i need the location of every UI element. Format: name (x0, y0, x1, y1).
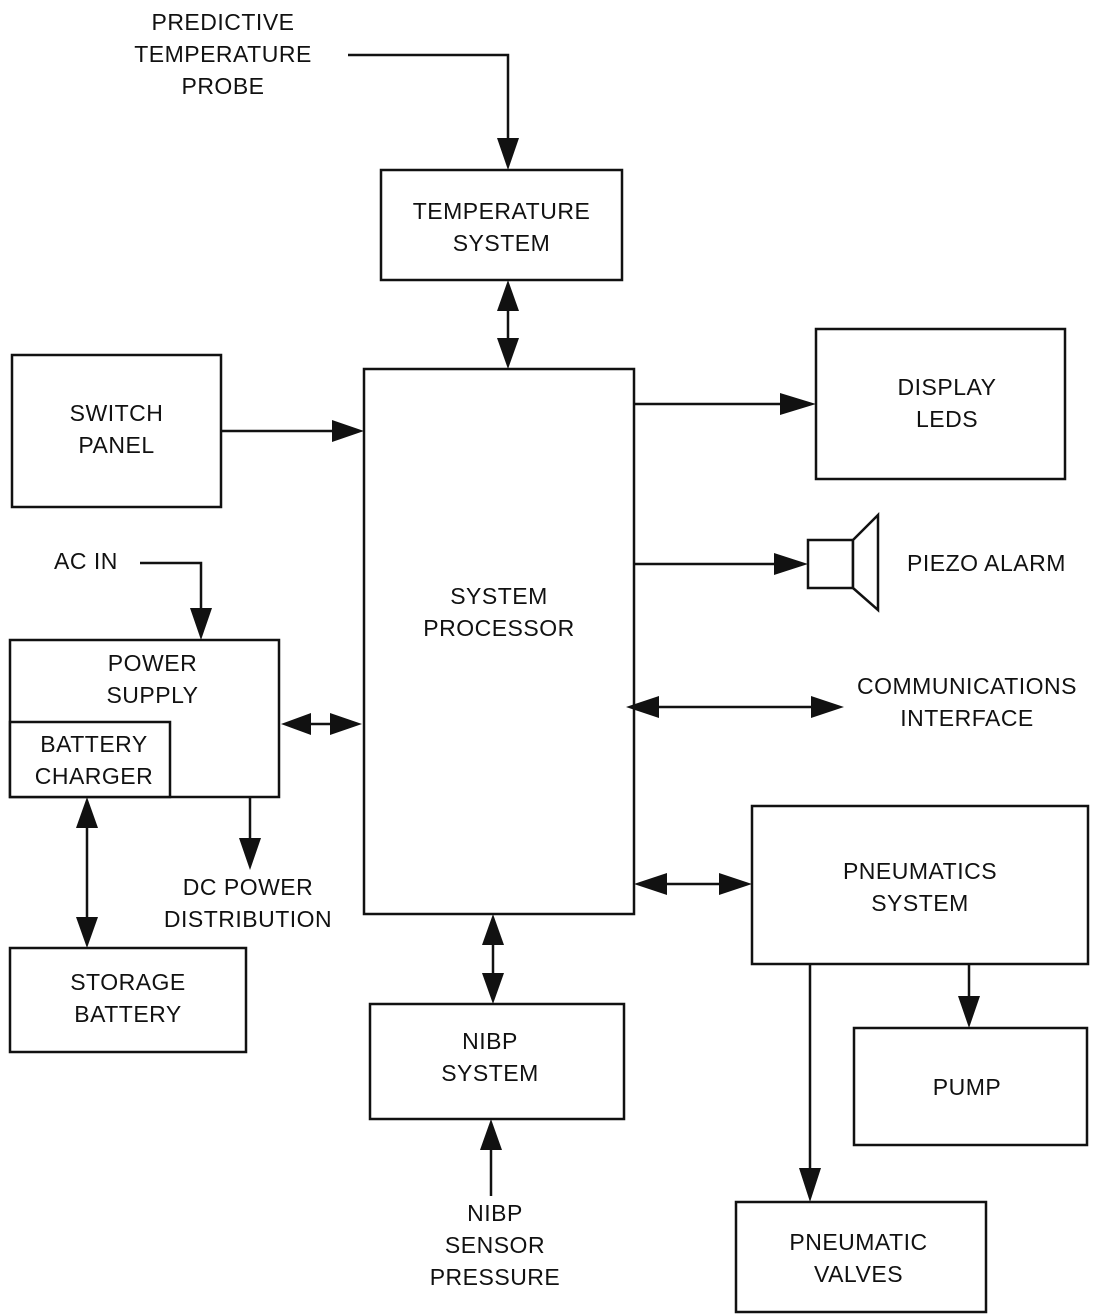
connector-power-to-dc (239, 797, 261, 870)
display-leds-box (814, 327, 1067, 481)
pneumatic-valves-box (734, 1200, 988, 1314)
nibp-system-label: NIBP SYSTEM (441, 1028, 539, 1086)
pneumatic-valves-label: PNEUMATIC VALVES (789, 1229, 928, 1287)
battery-charger-box (8, 720, 172, 799)
connector-temperature-processor (497, 280, 519, 369)
ac-in-label: AC IN (54, 548, 118, 574)
pneumatics-system-label: PNEUMATICS SYSTEM (842, 858, 998, 916)
storage-battery-label: STORAGE BATTERY (70, 969, 186, 1027)
storage-battery-box (8, 946, 248, 1054)
connector-processor-nibp (482, 914, 504, 1004)
pump-label: PUMP (932, 1074, 1002, 1100)
communications-label: COMMUNICATIONS INTERFACE (857, 673, 1077, 731)
battery-charger-label: BATTERY CHARGER (34, 731, 154, 789)
switch-panel-box (10, 353, 223, 509)
connector-charger-storage (76, 797, 98, 948)
connector-processor-to-piezo (634, 553, 808, 575)
connector-pneumatics-to-pump (958, 964, 980, 1028)
connector-sensor-to-nibp (480, 1119, 502, 1196)
dc-power-label: DC POWER DISTRIBUTION (163, 874, 333, 932)
nibp-system-box (368, 1002, 626, 1121)
display-leds-label: DISPLAY LEDS (897, 374, 997, 432)
pump-box (852, 1026, 1089, 1147)
connector-processor-pneumatics (634, 873, 752, 895)
system-processor-box (362, 367, 636, 916)
probe-label: PREDICTIVE TEMPERATURE PROBE (134, 9, 312, 99)
power-supply-label: POWER SUPPLY (106, 650, 199, 708)
switch-panel-label: SWITCH PANEL (69, 400, 164, 458)
nibp-sensor-label: NIBP SENSOR PRESSURE (429, 1200, 561, 1290)
piezo-alarm-label: PIEZO ALARM (907, 550, 1066, 576)
temperature-system-label: TEMPERATURE SYSTEM (412, 198, 591, 256)
pneumatics-system-box (750, 804, 1090, 966)
temperature-system-box (379, 168, 624, 282)
connector-pneumatics-to-valves (799, 964, 821, 1202)
speaker-icon (806, 511, 880, 613)
connector-power-processor (281, 713, 362, 735)
system-processor-label: SYSTEM PROCESSOR (423, 583, 575, 641)
connector-probe-to-temperature (348, 53, 519, 170)
connector-processor-communications (626, 696, 844, 718)
connector-acin-to-power (140, 561, 212, 640)
connector-switch-to-processor (221, 420, 364, 442)
connector-processor-to-display (634, 393, 816, 415)
